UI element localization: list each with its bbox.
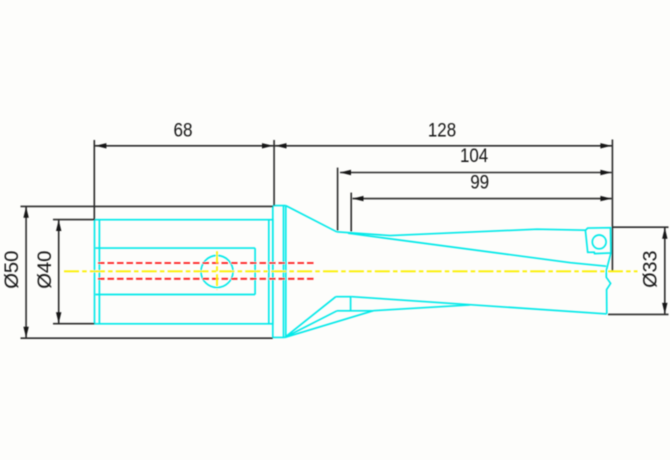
svg-text:Ø33: Ø33: [640, 251, 661, 288]
svg-text:Ø40: Ø40: [35, 251, 56, 289]
svg-text:128: 128: [428, 120, 456, 141]
svg-text:104: 104: [460, 146, 489, 167]
svg-text:99: 99: [470, 173, 489, 194]
svg-text:Ø50: Ø50: [2, 251, 23, 289]
svg-text:68: 68: [174, 120, 193, 141]
